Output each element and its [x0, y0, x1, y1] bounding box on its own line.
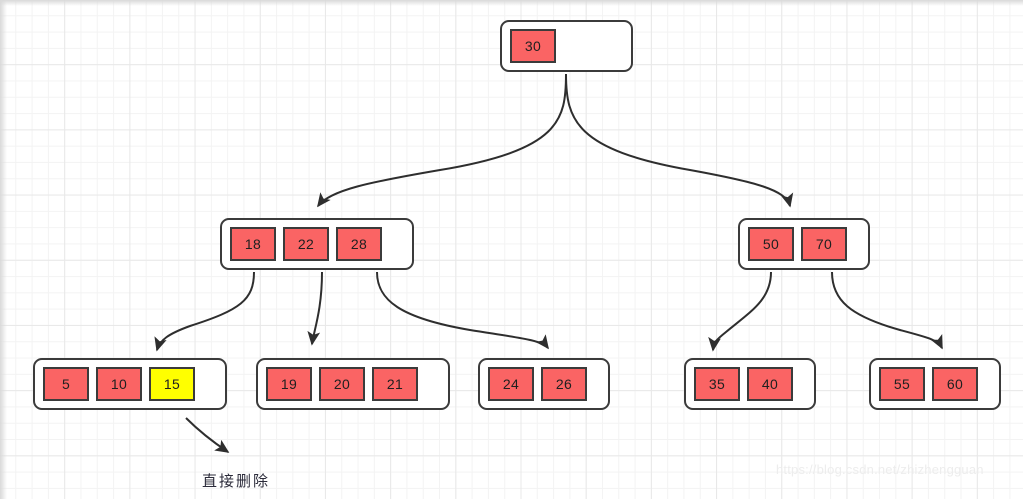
key-cell[interactable]: 28	[336, 227, 382, 261]
key-cell[interactable]: 10	[96, 367, 142, 401]
key-cell[interactable]: 22	[283, 227, 329, 261]
edge-root-to-internal-right	[565, 73, 794, 208]
watermark: https://blog.csdn.net/zhizhengguan	[776, 462, 984, 477]
edge-22-to-leaf2	[307, 271, 323, 346]
edge-18-to-leaf1	[154, 271, 255, 352]
key-cell[interactable]: 55	[879, 367, 925, 401]
edge-70-to-leaf5	[831, 271, 943, 350]
key-cell[interactable]: 18	[230, 227, 276, 261]
annotation-direct-delete: 直接删除	[202, 472, 271, 490]
key-cell[interactable]: 35	[694, 367, 740, 401]
key-cell[interactable]: 20	[319, 367, 365, 401]
key-cell[interactable]: 30	[510, 29, 556, 63]
key-cell[interactable]: 40	[747, 367, 793, 401]
edge-root-to-internal-left	[317, 73, 567, 208]
key-cell[interactable]: 15	[149, 367, 195, 401]
key-cell[interactable]: 19	[266, 367, 312, 401]
edge-50-to-leaf4	[708, 271, 772, 352]
edge-delete-annotation	[185, 417, 230, 453]
edge-28-to-leaf3	[376, 271, 549, 350]
key-cell[interactable]: 24	[488, 367, 534, 401]
key-cell[interactable]: 26	[541, 367, 587, 401]
key-cell[interactable]: 70	[801, 227, 847, 261]
key-cell[interactable]: 5	[43, 367, 89, 401]
node-root[interactable]: 30	[500, 20, 633, 72]
key-cell[interactable]: 50	[748, 227, 794, 261]
key-cell[interactable]: 60	[932, 367, 978, 401]
key-cell[interactable]: 21	[372, 367, 418, 401]
